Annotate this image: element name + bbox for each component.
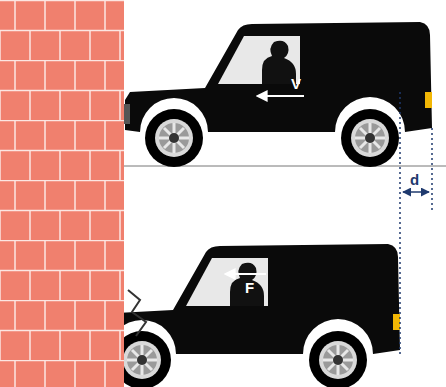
force-label: F: [245, 280, 254, 295]
dotted-guide: [431, 128, 433, 212]
force-arrow: [226, 273, 266, 275]
crumple-mark: [128, 290, 146, 336]
car-after: [90, 244, 400, 387]
car-before: [122, 22, 432, 167]
velocity-label: V: [291, 76, 301, 91]
velocity-arrow: [258, 95, 304, 97]
dimension-arrow: [403, 191, 429, 193]
dimension-label: d: [410, 172, 419, 187]
dotted-guide: [399, 92, 401, 356]
brick-wall: [0, 0, 124, 387]
